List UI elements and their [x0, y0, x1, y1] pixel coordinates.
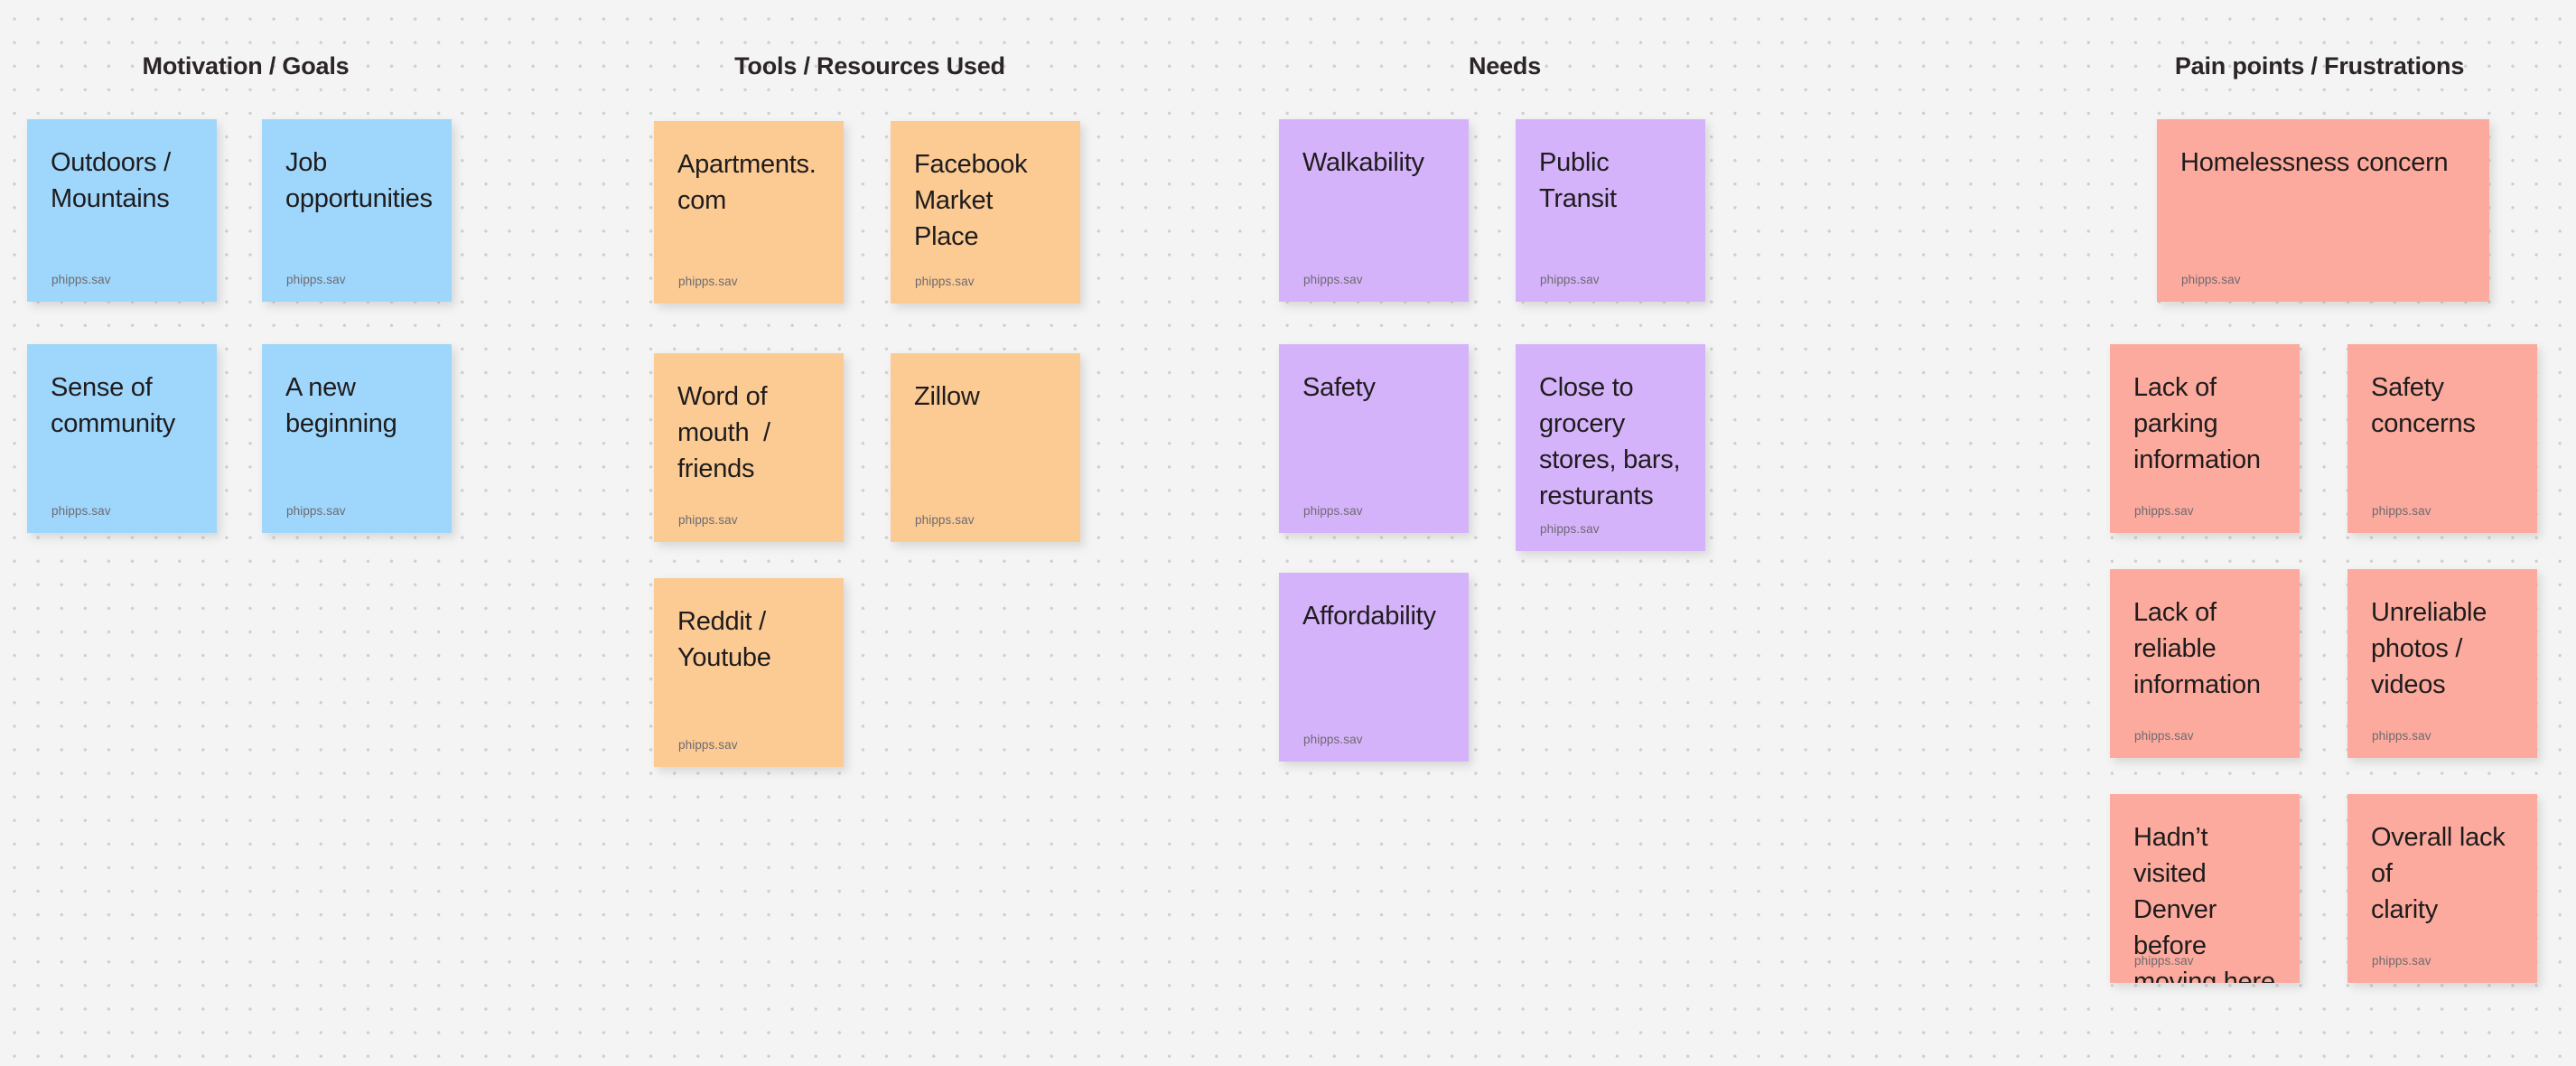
sticky-note-author: phipps.sav	[1303, 273, 1363, 286]
sticky-note-safety[interactable]: Safety phipps.sav	[1279, 344, 1469, 533]
sticky-note-hadnt-visited-denver[interactable]: Hadn’t visited Denver before moving here…	[2110, 794, 2300, 983]
sticky-note-text: Job opportunities	[285, 148, 433, 213]
sticky-note-text: Apartments. com	[677, 150, 817, 215]
column-header-needs: Needs	[1468, 52, 1542, 79]
sticky-note-zillow[interactable]: Zillow phipps.sav	[891, 353, 1080, 542]
sticky-note-author: phipps.sav	[2372, 504, 2431, 518]
sticky-note-author: phipps.sav	[2134, 504, 2194, 518]
sticky-note-text: Close to grocery stores, bars, resturant…	[1539, 373, 1681, 510]
sticky-note-overall-lack-clarity[interactable]: Overall lack of clarity phipps.sav	[2347, 794, 2537, 983]
sticky-note-text: Zillow	[914, 382, 980, 411]
sticky-note-author: phipps.sav	[678, 513, 738, 527]
sticky-note-author: phipps.sav	[51, 504, 111, 518]
sticky-note-homelessness-concern[interactable]: Homelessness concern phipps.sav	[2157, 119, 2489, 302]
sticky-note-text: Overall lack of clarity	[2371, 823, 2506, 924]
sticky-note-lack-of-parking-info[interactable]: Lack of parking information phipps.sav	[2110, 344, 2300, 533]
sticky-note-walkability[interactable]: Walkability phipps.sav	[1279, 119, 1469, 302]
sticky-note-sense-of-community[interactable]: Sense of community phipps.sav	[27, 344, 217, 533]
sticky-note-author: phipps.sav	[286, 273, 346, 286]
sticky-note-word-of-mouth[interactable]: Word of mouth / friends phipps.sav	[654, 353, 844, 542]
sticky-note-safety-concerns[interactable]: Safety concerns phipps.sav	[2347, 344, 2537, 533]
sticky-note-author: phipps.sav	[1540, 273, 1600, 286]
sticky-note-author: phipps.sav	[2134, 729, 2194, 743]
sticky-note-unreliable-photos[interactable]: Unreliable photos / videos phipps.sav	[2347, 569, 2537, 758]
sticky-note-author: phipps.sav	[1303, 733, 1363, 746]
sticky-note-a-new-beginning[interactable]: A new beginning phipps.sav	[262, 344, 452, 533]
sticky-note-text: Homelessness concern	[2180, 148, 2449, 177]
sticky-note-text: Unreliable photos / videos	[2371, 598, 2487, 699]
sticky-note-author: phipps.sav	[678, 275, 738, 288]
sticky-note-text: Word of mouth / friends	[677, 382, 770, 483]
sticky-note-author: phipps.sav	[1540, 522, 1600, 536]
column-header-pain: Pain points / Frustrations	[2174, 52, 2465, 79]
sticky-note-text: Reddit / Youtube	[677, 607, 771, 672]
sticky-note-text: Outdoors / Mountains	[51, 148, 171, 213]
sticky-note-author: phipps.sav	[51, 273, 111, 286]
sticky-note-text: Sense of community	[51, 373, 175, 438]
sticky-note-author: phipps.sav	[2372, 954, 2431, 968]
sticky-note-text: Facebook Market Place	[914, 150, 1028, 251]
sticky-note-text: A new beginning	[285, 373, 397, 438]
sticky-note-outdoors-mountains[interactable]: Outdoors / Mountains phipps.sav	[27, 119, 217, 302]
sticky-note-text: Affordability	[1302, 602, 1436, 631]
sticky-note-author: phipps.sav	[2134, 954, 2194, 968]
sticky-note-affordability[interactable]: Affordability phipps.sav	[1279, 573, 1469, 762]
column-header-motivation: Motivation / Goals	[142, 52, 350, 79]
sticky-note-text: Lack of reliable information	[2133, 598, 2261, 699]
sticky-note-text: Safety concerns	[2371, 373, 2476, 438]
sticky-note-text: Walkability	[1302, 148, 1424, 177]
sticky-note-author: phipps.sav	[1303, 504, 1363, 518]
sticky-note-facebook-marketplace[interactable]: Facebook Market Place phipps.sav	[891, 121, 1080, 304]
sticky-note-text: Hadn’t visited Denver before moving here	[2133, 823, 2275, 983]
sticky-note-author: phipps.sav	[2181, 273, 2241, 286]
sticky-note-author: phipps.sav	[915, 513, 975, 527]
sticky-note-reddit-youtube[interactable]: Reddit / Youtube phipps.sav	[654, 578, 844, 767]
sticky-note-author: phipps.sav	[2372, 729, 2431, 743]
column-header-tools: Tools / Resources Used	[734, 52, 1005, 79]
sticky-note-lack-of-reliable-info[interactable]: Lack of reliable information phipps.sav	[2110, 569, 2300, 758]
sticky-note-apartments-com[interactable]: Apartments. com phipps.sav	[654, 121, 844, 304]
sticky-note-text: Safety	[1302, 373, 1376, 402]
sticky-note-job-opportunities[interactable]: Job opportunities phipps.sav	[262, 119, 452, 302]
sticky-note-author: phipps.sav	[678, 738, 738, 752]
sticky-note-author: phipps.sav	[286, 504, 346, 518]
sticky-note-text: Lack of parking information	[2133, 373, 2261, 474]
sticky-note-public-transit[interactable]: Public Transit phipps.sav	[1516, 119, 1705, 302]
sticky-note-close-to-grocery[interactable]: Close to grocery stores, bars, resturant…	[1516, 344, 1705, 551]
sticky-note-author: phipps.sav	[915, 275, 975, 288]
sticky-note-text: Public Transit	[1539, 148, 1617, 213]
